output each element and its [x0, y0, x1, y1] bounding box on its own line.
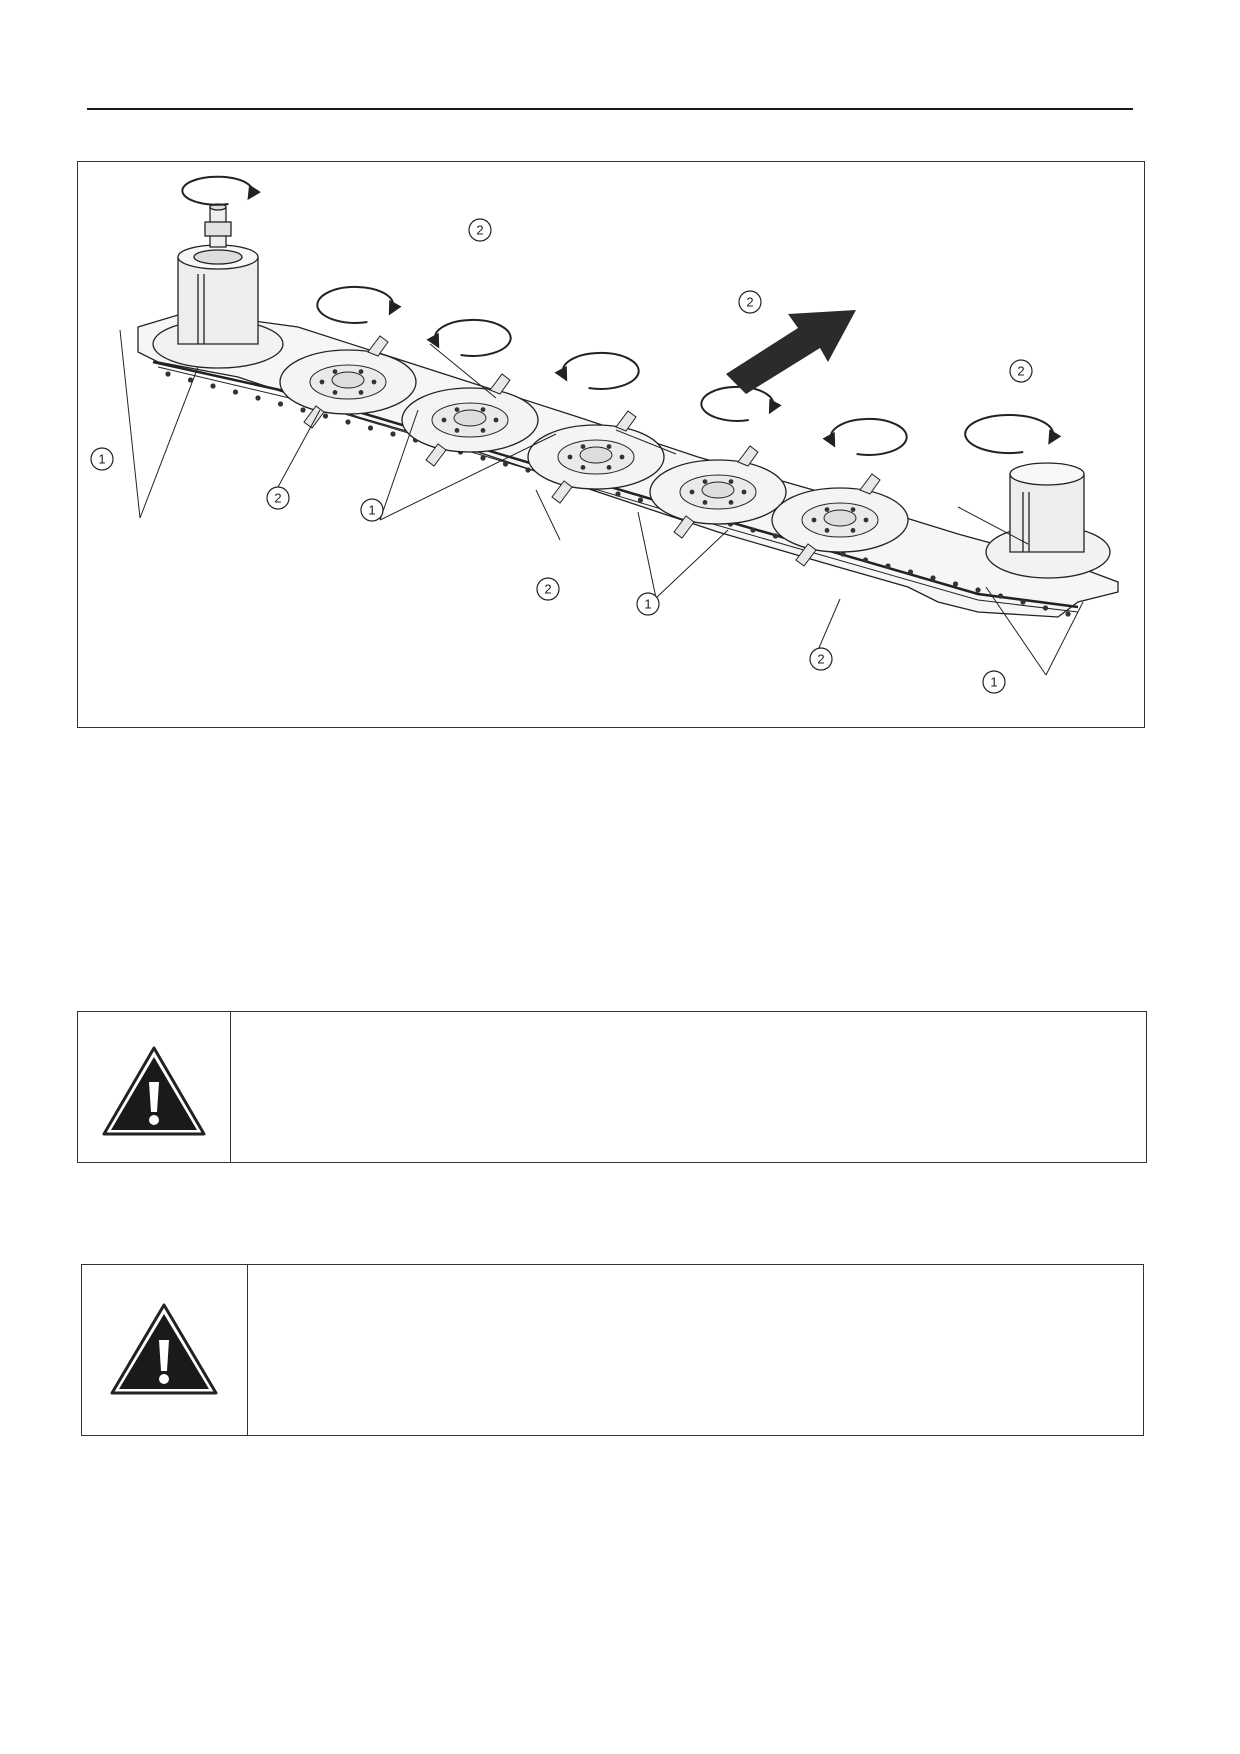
rotation-arrows [181, 175, 1062, 456]
callout-2: 2 [1009, 359, 1033, 383]
callout-1: 1 [982, 670, 1006, 694]
cutter-bar-drawing: 2 2 2 2 2 2 1 1 1 1 [90, 175, 1119, 694]
callout-2: 2 [266, 486, 290, 510]
right-drive-housing [985, 462, 1111, 579]
leader-line [139, 366, 199, 519]
callout-label: 2 [746, 295, 753, 310]
cutting-disc [527, 410, 665, 504]
warning-text-area [231, 1012, 1146, 1162]
callout-label: 1 [98, 452, 105, 467]
cutting-disc [649, 445, 787, 539]
rotation-arrow-icon [426, 318, 512, 357]
rivet [885, 563, 891, 569]
rivet [300, 407, 306, 413]
rivet [367, 425, 374, 431]
cutting-disc [771, 473, 909, 567]
rivet [525, 467, 531, 473]
callout-label: 1 [644, 597, 651, 612]
rivet [750, 527, 756, 533]
leader-line [985, 586, 1047, 676]
leader-line [379, 433, 557, 521]
callout-label: 1 [368, 503, 375, 518]
rivet [480, 455, 486, 461]
callout-label: 2 [274, 491, 281, 506]
callout-label: 1 [990, 675, 997, 690]
rivet [165, 371, 171, 377]
rivet [772, 533, 779, 539]
rivet [232, 389, 239, 395]
callout-label: 2 [817, 652, 824, 667]
callout-1: 1 [90, 447, 114, 471]
warning-triangle-icon [102, 1046, 206, 1136]
warning-box-1 [77, 1011, 1147, 1163]
leader-line [655, 529, 729, 599]
cutting-discs [279, 335, 909, 567]
rivet [210, 383, 216, 389]
cutting-disc [401, 373, 539, 467]
leader-line [814, 598, 841, 658]
callout-label: 2 [544, 582, 551, 597]
warning-triangle-icon [110, 1303, 218, 1395]
callout-1: 1 [360, 498, 384, 522]
callout-leader-lines [119, 329, 1084, 676]
callouts: 2 2 2 2 2 2 1 1 1 1 [90, 218, 1033, 694]
travel-direction-arrow [726, 310, 856, 394]
callout-label: 2 [1017, 364, 1024, 379]
rivet [345, 419, 351, 425]
rotation-arrow-icon [554, 351, 640, 390]
callout-2: 2 [809, 647, 833, 671]
leader-line [615, 429, 677, 455]
header-rule [87, 108, 1133, 110]
rotation-arrow-icon [700, 385, 782, 422]
rivet [322, 413, 329, 419]
rivet [997, 593, 1004, 599]
rivet [637, 497, 644, 503]
rivet [862, 557, 869, 563]
rotation-arrow-icon [964, 413, 1062, 454]
callout-2: 2 [738, 290, 762, 314]
leader-line [379, 409, 419, 521]
callout-label: 2 [476, 223, 483, 238]
rotation-arrow-icon [822, 417, 908, 456]
rivet [975, 587, 981, 593]
warning-box-2 [81, 1264, 1144, 1436]
rivet [187, 377, 194, 383]
rivet [930, 575, 936, 581]
callout-2: 2 [536, 577, 560, 601]
leader-line [277, 409, 321, 488]
warning-icon-cell [78, 1012, 231, 1162]
rivet [1042, 605, 1049, 611]
rivet [1020, 599, 1026, 605]
rivet [502, 461, 509, 467]
leader-line [1045, 601, 1084, 676]
rivet [840, 551, 846, 557]
rivet [907, 569, 914, 575]
leader-line [119, 329, 141, 519]
callout-2: 2 [468, 218, 492, 242]
leader-line [429, 343, 497, 399]
rivet [255, 395, 261, 401]
rivet [1065, 611, 1071, 617]
rivet [390, 431, 396, 437]
rotation-arrow-icon [316, 285, 402, 324]
rivet [952, 581, 959, 587]
leader-line [535, 489, 561, 541]
rivet [615, 491, 621, 497]
warning-icon-cell [82, 1265, 248, 1435]
bar-rivets [165, 371, 1071, 617]
warning-text-area [248, 1265, 1143, 1435]
leader-line [637, 511, 657, 599]
cutter-bar-figure: 2 2 2 2 2 2 1 1 1 1 [77, 161, 1145, 728]
cutting-disc [279, 335, 417, 429]
rotation-arrow-icon [181, 175, 261, 206]
leader-line [957, 506, 1029, 545]
callout-1: 1 [636, 592, 660, 616]
rivet [277, 401, 284, 407]
left-drive-housing [152, 203, 284, 369]
